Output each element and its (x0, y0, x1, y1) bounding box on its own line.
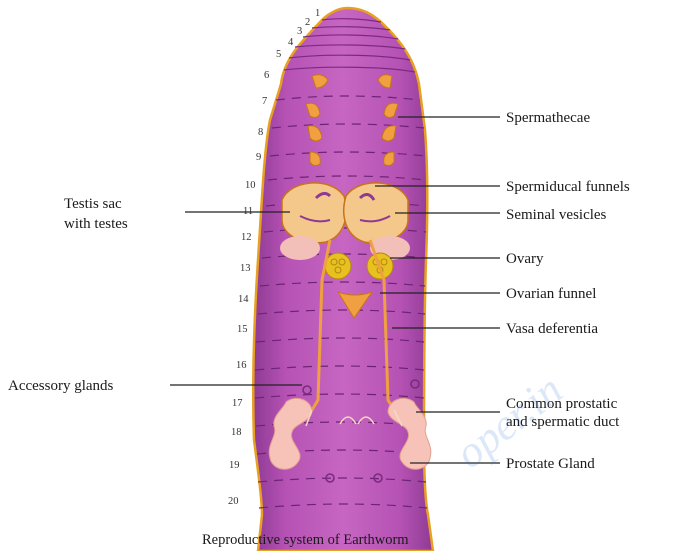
segment-number: 10 (245, 180, 256, 191)
segment-number: 15 (237, 324, 248, 335)
segment-number: 1 (315, 8, 320, 19)
segment-number: 3 (297, 26, 302, 37)
segment-number: 8 (258, 127, 263, 138)
label-vasa-deferentia: Vasa deferentia (506, 321, 598, 337)
segment-number: 20 (228, 496, 239, 507)
segment-number: 12 (241, 232, 252, 243)
label-accessory-glands: Accessory glands (8, 378, 114, 394)
label-testis-sac-line2: with testes (64, 216, 128, 232)
worm-body (253, 8, 433, 551)
segment-number: 5 (276, 49, 281, 60)
segment-number: 13 (240, 263, 251, 274)
segment-number: 17 (232, 398, 243, 409)
label-ovary: Ovary (506, 251, 544, 267)
label-ovarian-funnel: Ovarian funnel (506, 286, 596, 302)
label-seminal-vesicles: Seminal vesicles (506, 207, 607, 223)
segment-number: 18 (231, 427, 242, 438)
label-prostate-gland: Prostate Gland (506, 456, 595, 472)
segment-number: 16 (236, 360, 247, 371)
segment-number: 9 (256, 152, 261, 163)
label-spermathecae: Spermathecae (506, 110, 590, 126)
segment-number: 6 (264, 70, 269, 81)
segment-number: 14 (238, 294, 249, 305)
label-testis-sac-line1: Testis sac (64, 196, 122, 212)
segment-number: 19 (229, 460, 240, 471)
diagram-caption: Reproductive system of Earthworm (202, 532, 409, 548)
label-spermiducal-funnels: Spermiducal funnels (506, 179, 630, 195)
segment-number: 4 (288, 37, 294, 48)
segment-number: 7 (262, 96, 267, 107)
segment-number: 2 (305, 17, 310, 28)
